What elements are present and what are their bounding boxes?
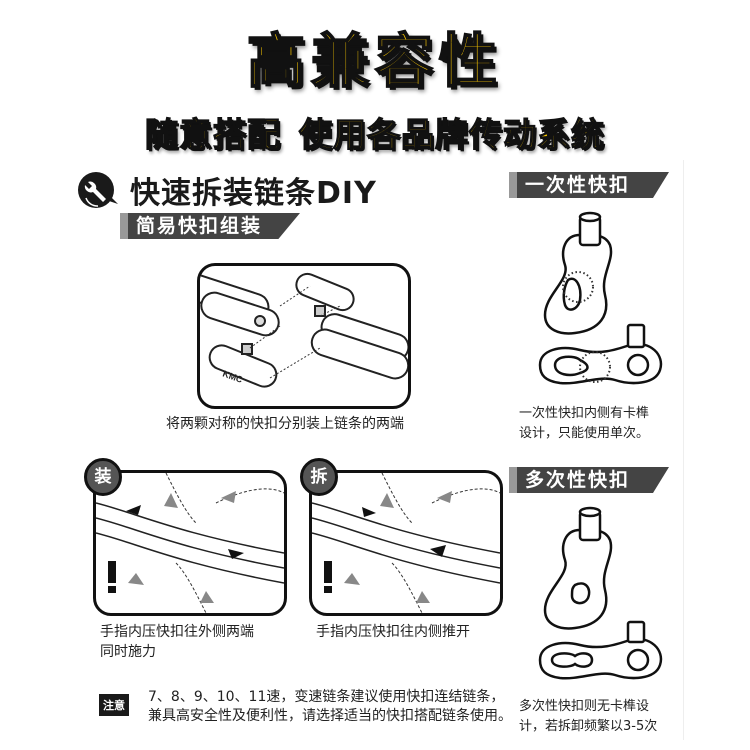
single-use-bar: 一次性快扣 (509, 172, 669, 198)
chain-links-illustration: KMC (200, 272, 408, 388)
subtitle-part1: 随意搭配 (144, 114, 281, 154)
note-text: 7、8、9、10、11速，变速链条建议使用快扣连结链条， 兼具高安全性及便利性，… (148, 689, 512, 724)
right-divider (683, 160, 684, 740)
multi-use-link-illustration (538, 506, 663, 680)
wrench-icon (78, 172, 118, 208)
assembly-caption: 将两颗对称的快扣分别装上链条的两端 (166, 416, 404, 432)
install-panel (93, 470, 287, 616)
remove-illustration (312, 473, 500, 613)
note-tag: 注意 (99, 694, 129, 716)
diy-heading: 快速拆装链条DIY (130, 176, 377, 211)
assembly-illustration-panel: KMC (197, 263, 411, 409)
remove-panel (309, 470, 503, 616)
multi-use-description: 多次性快扣则无卡榫设 计，若拆卸频繁以3-5次 (519, 699, 658, 734)
main-title: 高兼容性 (246, 26, 503, 96)
remove-badge: 拆 (300, 458, 338, 496)
easy-assembly-bar: 简易快扣组装 (120, 213, 300, 239)
install-illustration (96, 473, 284, 613)
subtitle-part2: 使用各品牌传动系统 (298, 114, 605, 154)
install-caption: 手指内压快扣往外侧两端 同时施力 (100, 624, 254, 660)
remove-caption: 手指内压快扣往内侧推开 (316, 624, 470, 640)
install-badge: 装 (84, 458, 122, 496)
subtitle: 随意搭配使用各品牌传动系统 (0, 108, 750, 156)
single-use-description: 一次性快扣内侧有卡榫 设计，只能使用单次。 (519, 406, 650, 441)
multi-use-bar: 多次性快扣 (509, 467, 669, 493)
single-use-link-illustration (538, 211, 663, 385)
